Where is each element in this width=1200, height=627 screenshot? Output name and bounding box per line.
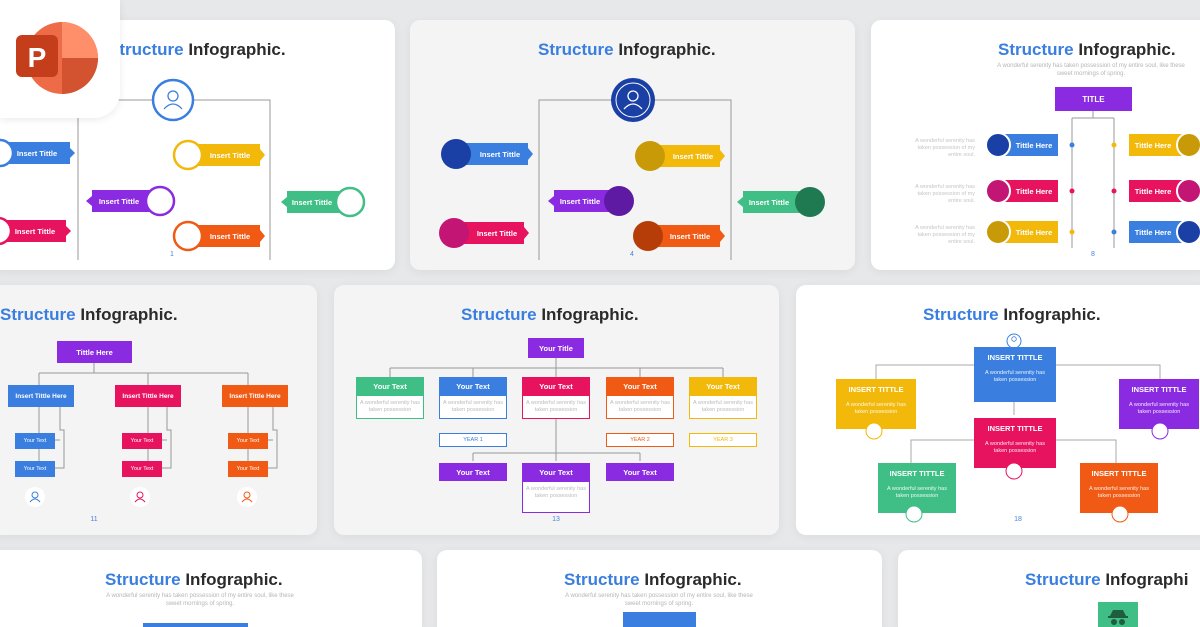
slide-thumbnail-8[interactable]: Structure Infographic. A wonderful seren… [871,20,1200,270]
slide-title: Structure Infographic. [0,305,178,324]
slide-title: Structure Infographic. [461,305,639,324]
page-number: 8 [1091,251,1095,258]
description-box: A wonderful serenity has taken possessio… [689,395,757,419]
box-label: Insert Tittle Here [15,392,67,400]
slide-title: Structure Infographic. [564,570,742,589]
slide-thumbnail-bottom-2[interactable]: Structure Infographic. A wonderful seren… [437,550,882,627]
page-number: 13 [552,516,560,523]
tag-label: Insert Tittle [16,148,58,158]
slide-title: Structure Infographic. [538,40,716,59]
org-connector-lines [0,78,366,260]
slide-thumbnail-bottom-1[interactable]: Structure Infographic. A wonderful seren… [0,550,422,627]
tag-label: Insert Tittle [98,196,140,206]
powerpoint-logo-icon: P [16,22,98,94]
slide-title: Structure Infographic. [998,40,1176,59]
slide-thumbnail-1[interactable]: Structure Infographic. Insert Tittle Ins… [0,20,395,270]
year-label: YEAR 2 [606,433,674,447]
tag-label: Insert Tittle [209,231,251,241]
top-box-label: TITLE [1082,94,1105,104]
slide-title: Structure Infographic. [108,40,286,59]
year-label: YEAR 1 [439,433,507,447]
tag-label: Insert Tittle [209,150,251,160]
page-number: 1 [170,251,174,258]
slide-title: Structure Infographic. [923,305,1101,324]
slide-subtitle: A wonderful serenity has taken possessio… [565,593,753,607]
small-box-label: Your Text [236,438,260,444]
tag-label: Insert Tittle [291,197,333,207]
top-box-label: Tittle Here [76,347,113,357]
box-label: Your Text [706,381,740,391]
tag-label: Tittle Here [1134,186,1172,196]
small-box-label: Your Text [130,466,154,472]
description-box: A wonderful serenity has taken possessio… [522,395,590,419]
tag-label: Tittle Here [1134,140,1172,150]
slide-thumbnail-4[interactable]: Structure Infographic. Insert Tittle Ins… [410,20,855,270]
tag-label: Tittle Here [1015,186,1053,196]
description-box: A wonderful serenity has taken possessio… [356,395,424,419]
tag-label: Insert Tittle [479,149,521,159]
small-box-label: Your Text [23,438,47,444]
flow-connector-lines [836,333,1199,523]
page-number: 18 [1014,516,1022,523]
slide-thumbnail-13[interactable]: Structure Infographic. Your Title Your T… [334,285,779,535]
top-box-label: Your Title [539,343,573,353]
spy-icon [1108,610,1128,625]
tag-label: Insert Tittle [748,197,790,207]
tag-label: Insert Tittle [672,151,714,161]
year-label: YEAR 3 [689,433,757,447]
description-box: A wonderful serenity has taken possessio… [439,395,507,419]
box-label: Insert Tittle Here [229,392,281,400]
tag-label: Tittle Here [1134,227,1172,237]
tag-label: Tittle Here [1015,140,1053,150]
slide-title: Structure Infographic. [105,570,283,589]
tree-connector-lines [356,338,757,481]
description-box: A wonderful serenity has taken possessio… [606,395,674,419]
tag-label: Insert Tittle [669,231,711,241]
box-label: Your Text [539,381,573,391]
tree-connector-lines [985,87,1200,248]
box-label: Your Text [456,381,490,391]
small-box-label: Your Text [236,466,260,472]
box-label: Your Text [623,467,657,477]
description-text: A wonderful serenity has taken possessio… [915,225,975,245]
slide-subtitle: A wonderful serenity has taken possessio… [106,593,294,607]
tag-label: Tittle Here [1015,227,1053,237]
box-label: Your Text [456,467,490,477]
slide-thumbnail-bottom-3[interactable]: Structure Infographi [898,550,1200,627]
tag-label: Insert Tittle [476,228,518,238]
page-number: 11 [90,516,98,523]
page-number: 4 [630,251,634,258]
description-text: A wonderful serenity has taken possessio… [915,138,975,158]
slide-subtitle: A wonderful serenity has taken possessio… [997,63,1185,77]
box-label: Your Text [623,381,657,391]
small-box-label: Your Text [130,438,154,444]
description-box: A wonderful serenity has taken possessio… [522,481,590,513]
tag-label: Insert Tittle [14,226,56,236]
powerpoint-logo-panel: P [0,0,120,118]
tag-label: Insert Tittle [559,196,601,206]
top-box [143,623,248,627]
tree-connector-lines [8,341,288,507]
slide-title: Structure Infographi [1025,570,1189,589]
box-label: Insert Tittle Here [122,392,174,400]
slide-thumbnail-11[interactable]: Structure Infographic. Tittle Here Inser… [0,285,317,535]
box-label: Your Text [373,381,407,391]
box-label: Your Text [539,467,573,477]
description-text: A wonderful serenity has taken possessio… [915,184,975,204]
top-box [623,612,696,627]
powerpoint-letter: P [28,42,47,73]
org-connector-lines [439,78,825,260]
spy-icon-box [1098,602,1138,627]
small-box-label: Your Text [23,466,47,472]
